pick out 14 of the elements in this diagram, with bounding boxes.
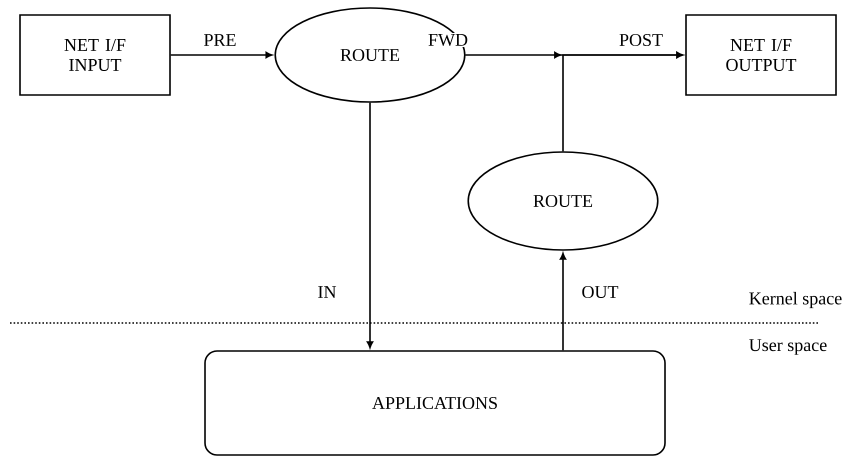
- arrow: [554, 52, 684, 152]
- edge-label: PRE: [202, 33, 238, 47]
- region-label: Kernel space: [749, 292, 842, 308]
- region-label: User space: [749, 339, 827, 355]
- interface-box: NET I/F OUTPUT: [685, 14, 837, 96]
- edge-label: IN: [316, 285, 338, 299]
- applications-box: APPLICATIONS: [204, 350, 666, 456]
- edge-label: POST: [618, 32, 664, 48]
- arrow: [170, 52, 272, 58]
- edge-label: OUT: [580, 284, 620, 300]
- arrow: [560, 252, 566, 350]
- edge-label: FWD: [427, 32, 469, 48]
- interface-box: NET I/F INPUT: [19, 14, 171, 96]
- arrow: [366, 102, 374, 348]
